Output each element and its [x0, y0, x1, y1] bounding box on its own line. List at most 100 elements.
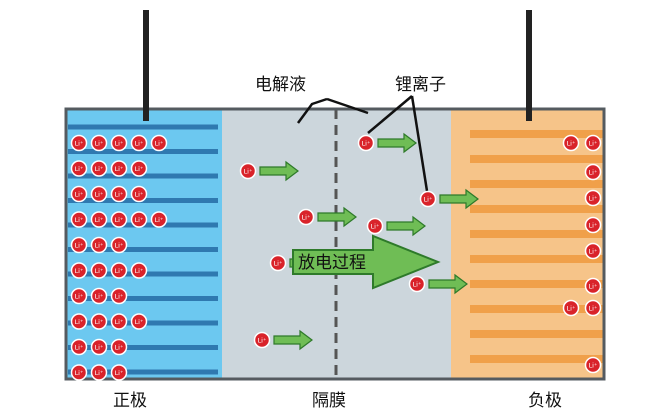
- lithium-ion-icon: Li⁺: [584, 356, 602, 374]
- lithium-ion-leader: [410, 95, 429, 192]
- anode-plate: [470, 130, 603, 138]
- ion-symbol: Li⁺: [95, 216, 104, 224]
- cathode-plate: [68, 369, 218, 375]
- ion-symbol: Li⁺: [115, 369, 124, 377]
- lithium-ion-icon: Li⁺: [90, 236, 108, 254]
- battery-frame: [64, 107, 606, 381]
- ion-symbol: Li⁺: [244, 167, 253, 175]
- lithium-ion-icon: Li⁺: [90, 287, 108, 305]
- lithium-ion-icon: Li⁺: [130, 262, 148, 279]
- lithium-ion-icon: Li⁺: [90, 160, 108, 177]
- anode-plate: [470, 280, 603, 288]
- ion-symbol: Li⁺: [258, 336, 267, 344]
- migration-arrow-icon: [317, 206, 357, 228]
- ion-symbol: Li⁺: [567, 139, 576, 147]
- ion-symbol: Li⁺: [589, 361, 598, 369]
- lithium-ion-icon: Li⁺: [419, 190, 437, 208]
- ion-symbol: Li⁺: [424, 195, 433, 203]
- ion-symbol: Li⁺: [115, 241, 124, 249]
- process-label: 放电过程: [298, 253, 366, 273]
- ion-symbol: Li⁺: [75, 139, 84, 147]
- lithium-ion-icon: Li⁺: [90, 313, 108, 330]
- lithium-ion-icon: Li⁺: [130, 211, 148, 228]
- ion-symbol: Li⁺: [115, 190, 124, 198]
- ion-symbol: Li⁺: [589, 221, 598, 229]
- ion-symbol: Li⁺: [135, 318, 144, 326]
- lithium-ion-icon: Li⁺: [584, 242, 602, 260]
- lithium-ion-label: 锂离子: [395, 75, 446, 95]
- cathode-plate: [68, 173, 218, 179]
- lithium-ion-icon: Li⁺: [584, 216, 602, 234]
- migration-arrow-icon: [259, 160, 299, 182]
- lithium-ion-icon: Li⁺: [70, 313, 88, 330]
- lithium-ion-leader: [367, 95, 413, 134]
- lithium-ion-icon: Li⁺: [253, 331, 271, 349]
- lithium-ion-icon: Li⁺: [70, 185, 88, 203]
- ion-symbol: Li⁺: [589, 247, 598, 255]
- lithium-ion-icon: Li⁺: [70, 364, 88, 381]
- ion-symbol: Li⁺: [75, 369, 84, 377]
- ion-symbol: Li⁺: [95, 369, 104, 377]
- lithium-ion-icon: Li⁺: [584, 163, 602, 181]
- ion-symbol: Li⁺: [567, 304, 576, 312]
- lithium-ion-icon: Li⁺: [90, 185, 108, 203]
- lithium-ion-icon: Li⁺: [584, 134, 602, 152]
- lithium-ion-icon: Li⁺: [70, 287, 88, 305]
- separator-label: 隔膜: [312, 391, 346, 411]
- ion-symbol: Li⁺: [155, 216, 164, 224]
- ion-symbol: Li⁺: [95, 165, 104, 173]
- cathode-wire: [143, 10, 149, 121]
- lithium-ion-icon: Li⁺: [110, 185, 128, 203]
- lithium-ion-icon: Li⁺: [239, 162, 257, 180]
- anode-plate: [470, 230, 603, 238]
- lithium-ion-icon: Li⁺: [70, 160, 88, 177]
- anode-plate: [470, 180, 603, 188]
- lithium-ion-icon: Li⁺: [130, 313, 148, 330]
- lithium-ion-icon: Li⁺: [584, 189, 602, 207]
- lithium-ion-icon: Li⁺: [562, 134, 580, 152]
- ion-symbol: Li⁺: [589, 168, 598, 176]
- ion-symbol: Li⁺: [135, 267, 144, 275]
- ion-symbol: Li⁺: [115, 216, 124, 224]
- ion-symbol: Li⁺: [115, 267, 124, 275]
- lithium-ion-icon: Li⁺: [297, 208, 315, 226]
- cathode-plate: [68, 149, 218, 154]
- lithium-ion-icon: Li⁺: [150, 134, 168, 152]
- ion-symbol: Li⁺: [115, 318, 124, 326]
- lithium-ion-icon: Li⁺: [70, 134, 88, 152]
- cathode-plate: [68, 345, 218, 350]
- ion-symbol: Li⁺: [135, 139, 144, 147]
- ion-symbol: Li⁺: [589, 304, 598, 312]
- anode-plate: [470, 330, 603, 338]
- migration-arrow-icon: [377, 132, 417, 154]
- ion-symbol: Li⁺: [115, 343, 124, 351]
- ion-symbol: Li⁺: [95, 241, 104, 249]
- discharge-arrow-icon: [292, 234, 441, 290]
- migration-arrow-icon: [428, 273, 468, 295]
- ion-symbol: Li⁺: [75, 318, 84, 326]
- lithium-ion-icon: Li⁺: [110, 313, 128, 330]
- lithium-ion-icon: Li⁺: [90, 211, 108, 228]
- lithium-ion-icon: Li⁺: [110, 364, 128, 381]
- ion-symbol: Li⁺: [75, 241, 84, 249]
- electrolyte-leader: [326, 97, 369, 115]
- cathode-plate: [68, 296, 218, 301]
- ion-symbol: Li⁺: [75, 190, 84, 198]
- ion-migrations: Li⁺Li⁺Li⁺Li⁺Li⁺Li⁺Li⁺Li⁺: [239, 132, 479, 351]
- lithium-ion-icon: Li⁺: [110, 262, 128, 279]
- ion-symbol: Li⁺: [302, 213, 311, 221]
- lithium-ion-icon: Li⁺: [90, 134, 108, 152]
- lithium-ion-icon: Li⁺: [584, 299, 602, 317]
- lithium-ion-icon: Li⁺: [110, 134, 128, 152]
- lithium-ion-icon: Li⁺: [584, 277, 602, 295]
- migration-arrow-icon: [386, 215, 426, 237]
- anode-region: [451, 109, 604, 379]
- anode-plate: [470, 255, 603, 263]
- anode-plates: [470, 130, 603, 363]
- lithium-ion-icon: Li⁺: [110, 236, 128, 254]
- lithium-ion-icon: Li⁺: [269, 254, 287, 272]
- ion-symbol: Li⁺: [274, 259, 283, 267]
- lithium-ion-icon: Li⁺: [110, 338, 128, 356]
